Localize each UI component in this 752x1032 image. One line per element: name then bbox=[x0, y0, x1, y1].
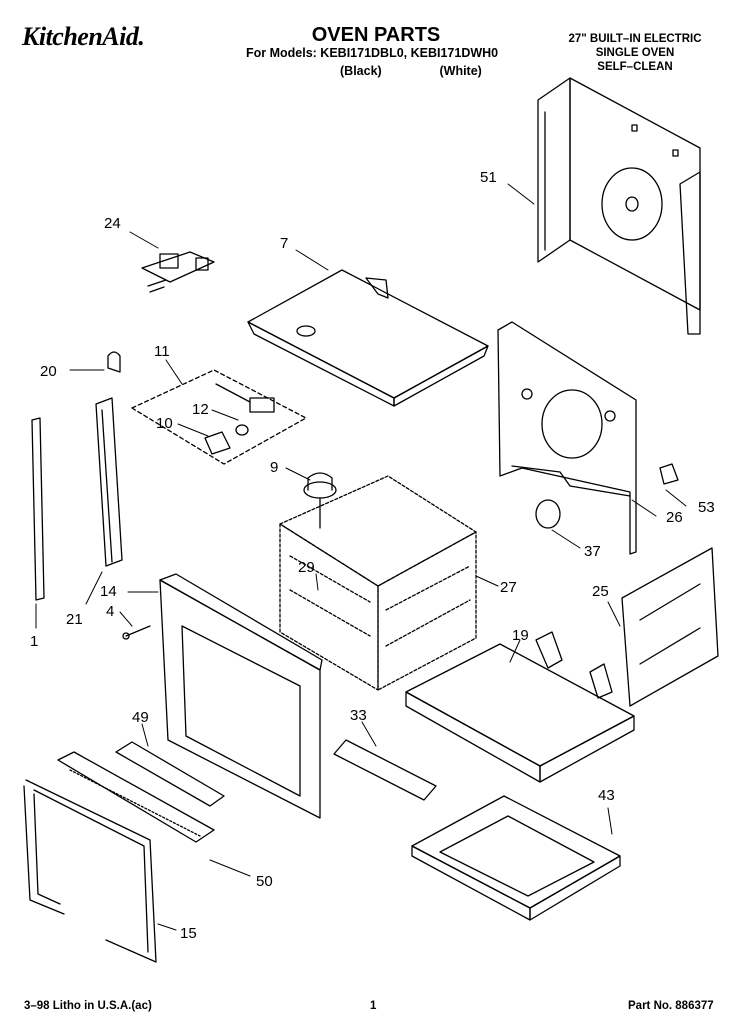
footer-part-number: Part No. 886377 bbox=[628, 1000, 714, 1012]
description-line-1: 27" BUILT–IN ELECTRIC bbox=[568, 33, 702, 45]
part-4-screw[interactable] bbox=[122, 625, 151, 640]
footer-page-number: 1 bbox=[370, 1000, 377, 1012]
part-1-side-trim[interactable] bbox=[31, 417, 45, 601]
brand-logo: KitchenAid. bbox=[22, 22, 145, 51]
label-14: 14 bbox=[100, 583, 117, 600]
label-37: 37 bbox=[584, 543, 601, 560]
label-24: 24 bbox=[104, 215, 121, 232]
part-33-trim[interactable] bbox=[333, 739, 437, 801]
label-27: 27 bbox=[500, 579, 517, 596]
label-19: 19 bbox=[512, 627, 529, 644]
page-title: OVEN PARTS bbox=[311, 24, 441, 46]
label-11: 11 bbox=[154, 343, 170, 360]
footer-litho: 3–98 Litho in U.S.A.(ac) bbox=[24, 1000, 152, 1012]
part-51-vent-trim[interactable] bbox=[57, 751, 215, 843]
color-variants: (Black) (White) bbox=[340, 64, 482, 78]
part-number-labels: 24 7 51 20 11 12 10 9 53 26 37 27 29 25 … bbox=[30, 169, 715, 942]
label-50: 51 bbox=[480, 169, 497, 186]
part-11-sensor-kit[interactable] bbox=[131, 369, 307, 465]
label-1: 1 bbox=[30, 633, 38, 650]
label-9: 9 bbox=[270, 459, 278, 476]
label-21: 21 bbox=[66, 611, 83, 628]
label-12: 12 bbox=[192, 401, 209, 418]
part-25-side-shield[interactable] bbox=[621, 547, 719, 707]
part-37-gasket[interactable] bbox=[535, 499, 561, 529]
label-43: 43 bbox=[598, 787, 615, 804]
label-20: 20 bbox=[40, 363, 57, 380]
part-49-trim[interactable] bbox=[115, 741, 225, 807]
models-line: For Models: KEBI171DBL0, KEBI171DWH0 bbox=[246, 46, 499, 60]
part-50-rear-panel[interactable] bbox=[537, 77, 701, 335]
variant-white: (White) bbox=[439, 64, 482, 78]
label-10: 10 bbox=[156, 415, 173, 432]
label-25: 25 bbox=[592, 583, 609, 600]
part-43-bottom-pan[interactable] bbox=[411, 795, 621, 921]
description-line-3: SELF–CLEAN bbox=[597, 61, 673, 73]
label-51: 50 bbox=[256, 873, 273, 890]
part-27-oven-cavity[interactable] bbox=[279, 475, 477, 691]
part-53-bracket[interactable] bbox=[659, 463, 679, 485]
part-21-side-trim[interactable] bbox=[95, 397, 123, 567]
label-15: 15 bbox=[180, 925, 197, 942]
part-15-door-gasket[interactable] bbox=[23, 779, 157, 963]
product-description: 27" BUILT–IN ELECTRIC SINGLE OVEN SELF–C… bbox=[550, 32, 720, 74]
leader-lines bbox=[35, 183, 687, 931]
part-20-clip[interactable] bbox=[107, 351, 121, 373]
part-24-switch-assembly[interactable] bbox=[141, 251, 215, 293]
part-14-front-frame[interactable] bbox=[159, 573, 323, 819]
part-26-oven-side-panel[interactable] bbox=[497, 321, 637, 555]
part-9-vent[interactable] bbox=[303, 472, 337, 529]
label-49: 49 bbox=[132, 709, 149, 726]
label-7: 7 bbox=[280, 235, 288, 252]
label-29: 29 bbox=[298, 559, 315, 576]
label-4: 4 bbox=[106, 603, 114, 620]
part-7-top-shield[interactable] bbox=[247, 269, 489, 407]
label-26: 26 bbox=[666, 509, 683, 526]
part-19-bottom-plate[interactable] bbox=[405, 631, 635, 783]
description-line-2: SINGLE OVEN bbox=[595, 47, 675, 59]
label-53: 53 bbox=[698, 499, 715, 516]
label-33: 33 bbox=[350, 707, 367, 724]
variant-black: (Black) bbox=[340, 64, 382, 78]
